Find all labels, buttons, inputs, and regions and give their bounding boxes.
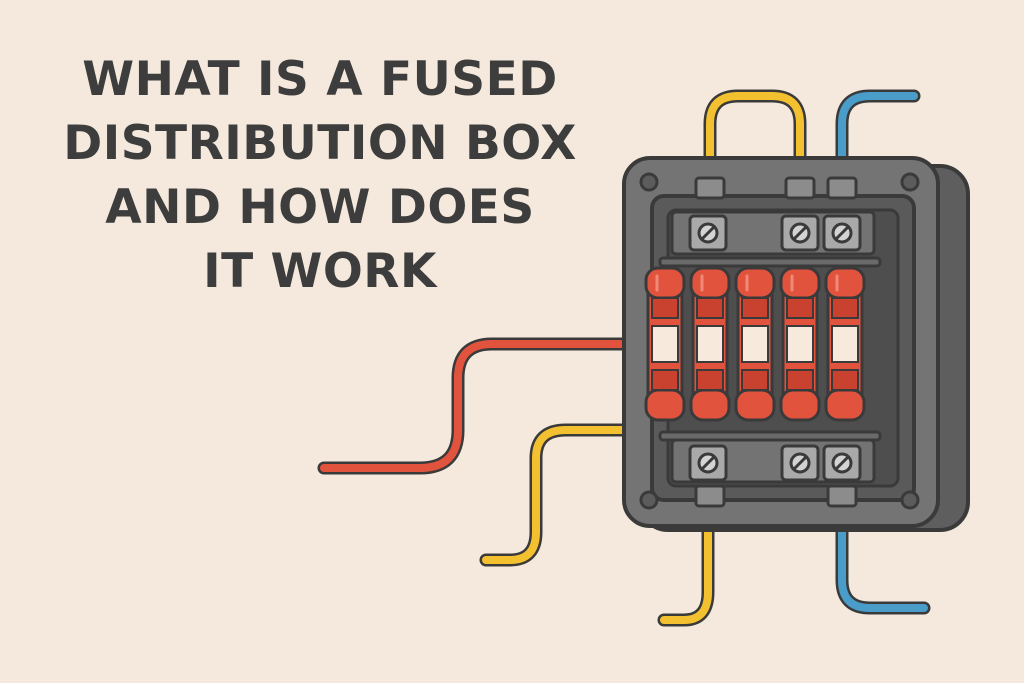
title-line-1: WHAT IS A FUSED bbox=[82, 52, 558, 107]
fuse-2 bbox=[689, 266, 731, 422]
fuse-holders bbox=[658, 256, 882, 442]
terminal-screw-top-3 bbox=[822, 214, 862, 252]
page-title: WHAT IS A FUSED DISTRIBUTION BOX AND HOW… bbox=[40, 48, 600, 304]
terminal-screw-top-2 bbox=[780, 214, 820, 252]
red-wire-core bbox=[320, 340, 644, 472]
fuse-cartridges bbox=[644, 266, 866, 422]
title-line-3: AND HOW DOES bbox=[105, 180, 535, 235]
title-line-4: IT WORK bbox=[203, 244, 437, 299]
terminal-screw-bottom-2 bbox=[780, 444, 820, 482]
yellow-wire-left-core bbox=[482, 426, 644, 564]
yellow-wire-top-core bbox=[706, 92, 804, 200]
fuse-3 bbox=[734, 266, 776, 422]
yellow-wire-left bbox=[479, 423, 647, 567]
terminal-blocks bbox=[688, 214, 862, 482]
title-line-2: DISTRIBUTION BOX bbox=[63, 116, 577, 171]
cable-glands bbox=[694, 176, 858, 508]
terminal-screw-bottom-3 bbox=[822, 444, 862, 482]
fuse-4 bbox=[779, 266, 821, 422]
red-wire bbox=[317, 337, 647, 475]
yellow-wire-bottom-core bbox=[660, 496, 712, 624]
terminal-screw-top-1 bbox=[688, 214, 728, 252]
fuse-5 bbox=[824, 266, 866, 422]
terminal-screw-bottom-1 bbox=[688, 444, 728, 482]
fuse-1 bbox=[644, 266, 686, 422]
